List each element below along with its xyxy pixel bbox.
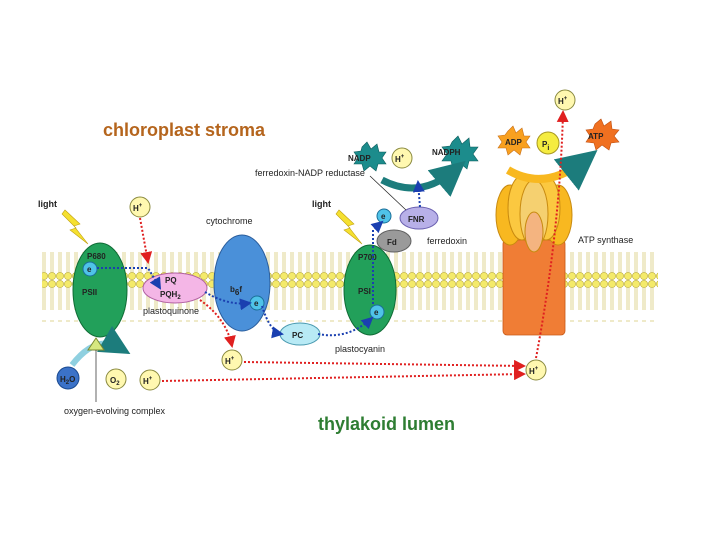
oxygen-molecule: O2 — [105, 368, 127, 390]
svg-text:H+: H+ — [395, 154, 405, 164]
h-ion-lumen-atp: H+ — [525, 359, 547, 381]
psii-label: PSII — [82, 288, 97, 297]
oec-label: oxygen-evolving complex — [64, 406, 166, 416]
atp-label: ATP — [588, 132, 604, 141]
svg-text:H2O: H2O — [60, 375, 75, 386]
stroma-title: chloroplast stroma — [103, 120, 266, 140]
nadph-burst — [441, 135, 479, 170]
p700-label: P700 — [358, 253, 377, 262]
lightning-icon-2 — [335, 209, 363, 245]
pqh2-label: PQH2 — [160, 290, 181, 301]
nadp-burst — [353, 141, 387, 172]
water-molecule: H2O — [56, 366, 80, 390]
electron-path-pc-psi — [317, 316, 374, 337]
fnr-full-label: ferredoxin-NADP reductase — [255, 168, 365, 178]
pi-label: Pi — [542, 140, 549, 152]
h-ion-nadp: H+ — [391, 147, 413, 169]
p680-label: P680 — [87, 252, 106, 261]
electron-path-pq-cyt — [204, 291, 252, 311]
light2-label: light — [312, 199, 331, 209]
proton-path-lumen-atp-2 — [161, 368, 526, 382]
lightning-icon — [61, 209, 89, 245]
atp-synthase-stalk — [502, 239, 566, 336]
psi-label: PSI — [358, 287, 371, 296]
h-ion-stroma-psii: H+ — [129, 196, 151, 218]
psi-e: e — [374, 308, 379, 317]
pc-label: PC — [292, 331, 303, 340]
psi-electron — [369, 304, 385, 320]
light1-label: light — [38, 199, 57, 209]
nadp-label: NADP — [348, 154, 371, 163]
b6f-e: e — [254, 299, 259, 308]
svg-text:H+: H+ — [558, 96, 568, 106]
adp-label: ADP — [505, 138, 523, 147]
electron-path-psi-fnr — [370, 220, 384, 304]
fnr-label: FNR — [408, 215, 425, 224]
proton-path-pq-lumen — [199, 299, 236, 348]
electron-path-fnr-nadp — [412, 180, 425, 208]
svg-text:H+: H+ — [133, 203, 143, 213]
nadph-label: NADPH — [432, 148, 461, 157]
ferredoxin — [376, 229, 412, 253]
adp-burst — [497, 125, 531, 156]
pq-label: PQ — [165, 276, 177, 285]
fnr-electron — [376, 208, 392, 224]
fnr-leader-line — [369, 175, 407, 211]
svg-text:H+: H+ — [143, 376, 153, 386]
fnr-e: e — [381, 212, 386, 221]
proton-path-stroma-pq — [139, 217, 153, 264]
plastocyanin-label: plastocyanin — [335, 344, 385, 354]
plastoquinone-label: plastoquinone — [143, 306, 199, 316]
pi-ion — [536, 131, 560, 155]
b6f-label: b6f — [230, 285, 242, 297]
fd-label: Fd — [387, 238, 397, 247]
svg-text:O2: O2 — [110, 376, 120, 387]
ferredoxin-label: ferredoxin — [427, 236, 467, 246]
h-ion-top-right: H+ — [554, 89, 576, 111]
psii-e: e — [87, 265, 92, 274]
electron-path-cyt-pc — [261, 305, 284, 339]
svg-text:H+: H+ — [529, 366, 539, 376]
h-ion-lumen-cyt: H+ — [221, 349, 243, 371]
cytochrome-label: cytochrome — [206, 216, 253, 226]
electron-path-psii-pq — [97, 267, 162, 290]
lumen-title: thylakoid lumen — [318, 414, 455, 434]
proton-path-lumen-atp-1 — [243, 359, 526, 372]
atp-synthase-head — [495, 175, 573, 253]
atp-synthase-label: ATP synthase — [578, 235, 633, 245]
atp-arc-arrow — [505, 150, 598, 191]
atp-burst — [585, 118, 620, 151]
h-ion-lumen-oec: H+ — [139, 369, 161, 391]
proton-path-through-atp-synthase — [535, 110, 569, 359]
cytochrome-b6f-complex — [213, 234, 271, 332]
svg-text:H+: H+ — [225, 356, 235, 366]
